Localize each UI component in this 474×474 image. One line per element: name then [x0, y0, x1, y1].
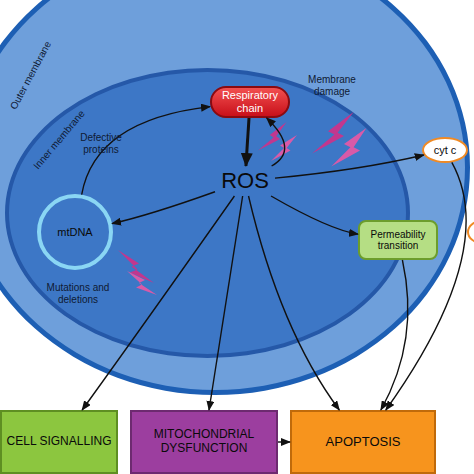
node-text: cyt c: [431, 144, 460, 157]
node-text: Outer membrane: [8, 39, 54, 111]
respiratory-chain-box: Respiratory chain: [210, 86, 290, 118]
annotation-label: Defective proteins: [70, 132, 132, 155]
node-text: CELL SIGNALLING: [4, 435, 115, 449]
cytochrome-c-ellipse: cyt c: [422, 137, 468, 163]
node-text: Respiratory chain: [212, 89, 288, 114]
node-text: ROS: [218, 168, 272, 193]
mtdna-circle: mtDNA: [37, 194, 113, 270]
permeability-transition-box: Permeability transition: [358, 220, 438, 260]
annotation-label: Mutations and deletions: [38, 282, 118, 305]
outer-membrane: Outer membraneInner membrane Respiratory …: [0, 0, 470, 395]
node-text: Permeability transition: [360, 229, 436, 252]
annotation-label: Membrane damage: [300, 74, 364, 97]
arrow-connector: [278, 441, 290, 442]
offpage-orange-shape: [468, 221, 474, 243]
node-text: Inner membrane: [31, 108, 87, 172]
node-text: mtDNA: [54, 226, 95, 239]
node-text: MITOCHONDRIAL DYSFUNCTION: [132, 428, 276, 456]
cell-signalling-box: CELL SIGNALLING: [0, 410, 118, 474]
ros-node: ROS: [215, 166, 275, 196]
mitochondrial-dysfunction-box: MITOCHONDRIAL DYSFUNCTION: [130, 410, 278, 474]
apoptosis-box: APOPTOSIS: [290, 410, 436, 474]
inner-membrane: Inner membrane Respiratory chainROS mtDNA: [5, 68, 410, 358]
node-text: APOPTOSIS: [323, 435, 404, 450]
